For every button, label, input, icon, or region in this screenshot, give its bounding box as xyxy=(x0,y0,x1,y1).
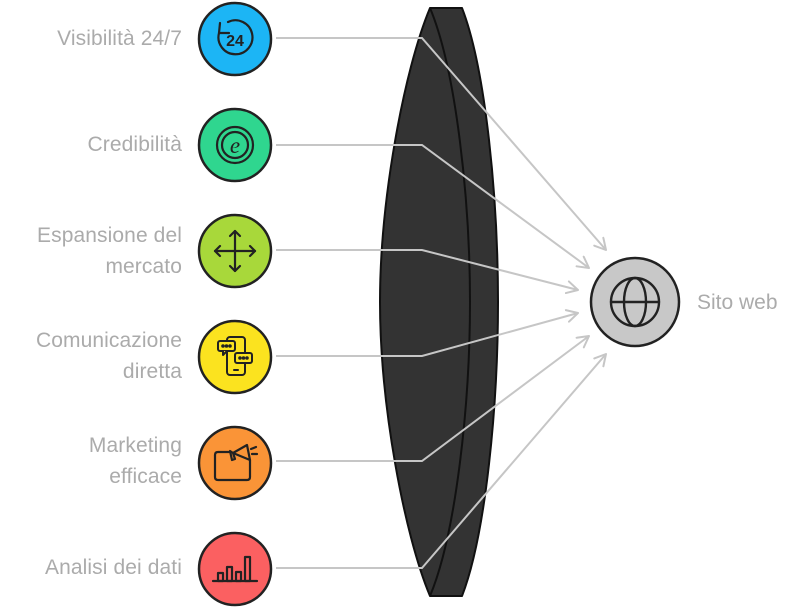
label-market-expansion-line-2: mercato xyxy=(105,255,182,278)
connector-credibility xyxy=(276,144,590,269)
label-visibility-line-1: Visibilità 24/7 xyxy=(57,27,182,50)
connector-marketing xyxy=(276,335,590,462)
node-marketing xyxy=(197,425,273,501)
credibility-e-icon: e xyxy=(215,125,255,165)
node-website xyxy=(589,256,681,348)
move-arrows-icon xyxy=(213,229,257,273)
node-visibility-circle xyxy=(197,1,273,77)
bar-chart-icon xyxy=(211,555,259,583)
label-data-analysis: Analisi dei dati xyxy=(0,552,182,583)
connector-market-expansion xyxy=(276,249,579,295)
label-website: Sito web xyxy=(697,291,778,314)
node-market-expansion xyxy=(197,213,273,289)
connector-direct-communication xyxy=(276,309,579,357)
connectors xyxy=(276,37,607,569)
label-marketing: Marketing efficace xyxy=(0,430,182,492)
label-credibility-line-1: Credibilità xyxy=(87,133,182,156)
node-marketing-circle xyxy=(197,425,273,501)
node-data-analysis xyxy=(197,531,273,607)
label-visibility: Visibilità 24/7 xyxy=(0,23,182,54)
label-marketing-line-1: Marketing xyxy=(88,434,182,457)
megaphone-icon xyxy=(213,443,259,482)
lens-edge-line xyxy=(429,7,472,597)
connector-visibility xyxy=(276,37,607,251)
node-data-analysis-circle xyxy=(197,531,273,607)
node-credibility: e xyxy=(197,107,273,183)
svg-text:e: e xyxy=(230,133,240,158)
clock-24-icon: 24 xyxy=(217,19,254,56)
node-visibility: 24 xyxy=(197,1,273,77)
label-direct-communication-line-1: Comunicazione xyxy=(35,329,182,352)
label-market-expansion: Espansione del mercato xyxy=(0,220,182,282)
connector-data-analysis xyxy=(276,353,607,569)
label-marketing-line-2: efficace xyxy=(109,465,182,488)
node-credibility-circle xyxy=(197,107,273,183)
phone-chat-icon xyxy=(217,336,253,376)
label-direct-communication-line-2: diretta xyxy=(122,360,182,383)
globe-icon xyxy=(609,276,661,328)
svg-text:24: 24 xyxy=(226,33,244,50)
lens-rim xyxy=(379,6,499,597)
label-market-expansion-line-1: Espansione del xyxy=(36,224,182,247)
label-credibility: Credibilità xyxy=(0,129,182,160)
label-data-analysis-line-1: Analisi dei dati xyxy=(44,556,182,579)
lens xyxy=(379,6,499,597)
label-direct-communication: Comunicazione diretta xyxy=(0,325,182,387)
node-direct-communication xyxy=(197,319,273,395)
